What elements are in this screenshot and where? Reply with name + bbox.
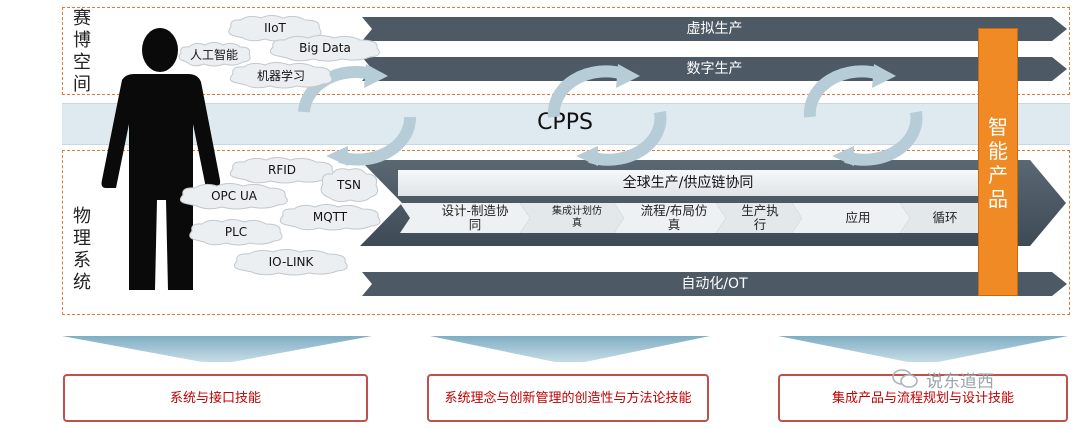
- watermark: 说东道西: [892, 366, 1062, 392]
- cloud-iiot: IIoT: [225, 14, 325, 42]
- cpps-label: CPPS: [537, 110, 593, 135]
- physical-system-region: [62, 150, 1070, 315]
- stage-design-manufacturing: 设计-制造协同: [441, 203, 509, 232]
- smart-product-bar: [978, 28, 1018, 296]
- cycle-arrow-middle-icon: [547, 64, 667, 166]
- cloud-big-data-label: Big Data: [299, 41, 351, 55]
- down-arrow-right-icon: [778, 336, 1068, 362]
- cloud-mqtt: MQTT: [276, 203, 384, 231]
- watermark-text: 说东道西: [926, 371, 994, 392]
- physical-system-label: 物理系统: [73, 206, 91, 293]
- automation-arrow: 自动化/OT: [362, 272, 1067, 296]
- global-production-band: [398, 170, 978, 196]
- cloud-plc-label: PLC: [224, 225, 248, 239]
- cloud-mqtt-label: MQTT: [312, 210, 348, 224]
- cycle-arrow-right-icon: [803, 64, 923, 166]
- automation-label: 自动化/OT: [681, 276, 748, 292]
- down-arrow-left-icon: [62, 336, 372, 362]
- cloud-plc: PLC: [186, 218, 286, 246]
- down-arrow-middle-icon: [430, 336, 710, 362]
- cloud-io-link: IO-LINK: [230, 248, 352, 276]
- digital-production-arrow: 数字生产: [362, 57, 1067, 81]
- stage-application: 应用: [845, 210, 871, 225]
- cloud-machine-learning-label: 机器学习: [256, 68, 305, 83]
- digital-production-label: 数字生产: [686, 61, 743, 77]
- skill-box-systems-interfaces: 系统与接口技能: [63, 374, 368, 422]
- cyber-space-label: 赛博空间: [73, 8, 91, 95]
- virtual-production-label: 虚拟生产: [686, 21, 743, 37]
- wechat-icon: [892, 369, 918, 388]
- cloud-ai: 人工智能: [176, 41, 252, 67]
- stage-recycling: 循环: [932, 210, 958, 225]
- cloud-big-data: Big Data: [266, 34, 384, 62]
- skill-box-product-process-planning: 集成产品与流程规划与设计技能: [778, 374, 1068, 422]
- cloud-tsn: TSN: [318, 166, 380, 204]
- global-production-label: 全球生产/供应链协同: [622, 175, 754, 191]
- cloud-opc-ua: OPC UA: [176, 182, 292, 210]
- cloud-io-link-label: IO-LINK: [268, 255, 314, 269]
- cloud-tsn-label: TSN: [337, 178, 361, 192]
- cloud-machine-learning: 机器学习: [226, 61, 336, 89]
- cloud-rfid-label: RFID: [267, 163, 297, 177]
- stage-integrated-planning-simulation: 集成计划仿真: [552, 206, 602, 229]
- cloud-rfid: RFID: [226, 156, 338, 184]
- stage-process-layout-simulation: 流程/布局仿真: [640, 203, 708, 232]
- cloud-opc-ua-label: OPC UA: [211, 189, 257, 203]
- person-icon: [101, 28, 221, 290]
- cloud-iiot-label: IIoT: [264, 21, 286, 35]
- stage-production-execution: 生产执行: [741, 203, 779, 232]
- cloud-ai-label: 人工智能: [189, 47, 238, 62]
- virtual-production-arrow: 虚拟生产: [362, 17, 1067, 41]
- cpps-band: [62, 103, 1070, 145]
- skill-box-creativity-methodology: 系统理念与创新管理的创造性与方法论技能: [427, 374, 709, 422]
- stages-row: 设计-制造协同 集成计划仿真 流程/布局仿真 生产执行 应用 循环: [400, 203, 980, 233]
- smart-product-label: 智能产品: [988, 115, 1008, 211]
